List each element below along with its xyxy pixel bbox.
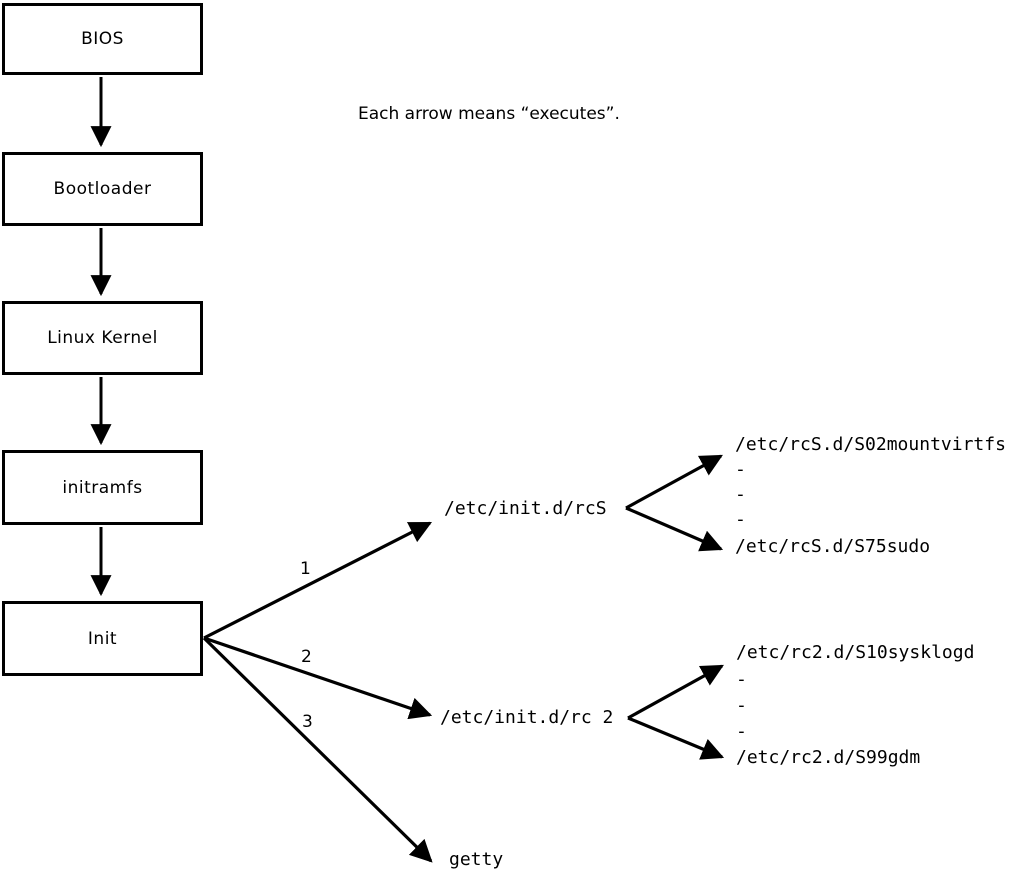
arrow-rcS-S75sudo bbox=[625, 506, 724, 552]
node-bootloader: Bootloader bbox=[2, 152, 203, 226]
arrow-init-getty bbox=[202, 636, 433, 863]
node-linux-kernel-label: Linux Kernel bbox=[47, 328, 158, 348]
legend-note: Each arrow means “executes”. bbox=[358, 104, 620, 124]
node-initramfs: initramfs bbox=[2, 450, 203, 525]
branch-1-order: 1 bbox=[300, 559, 311, 579]
node-initramfs-label: initramfs bbox=[62, 477, 143, 498]
arrow-rc2-S10sysklogd bbox=[627, 664, 724, 720]
node-init: Init bbox=[2, 601, 203, 676]
node-rcS: /etc/init.d/rcS bbox=[444, 498, 607, 519]
branch-2-order: 2 bbox=[301, 647, 312, 667]
arrow-init-rc2 bbox=[203, 636, 433, 720]
arrow-rcS-S02mountvirtfs bbox=[625, 454, 723, 510]
arrow-rc2-S99gdm bbox=[627, 716, 725, 760]
branch-3-order: 3 bbox=[302, 712, 313, 732]
leaf-rc2-ellipsis-2: - bbox=[736, 695, 747, 716]
leaf-rcS-ellipsis-1: - bbox=[735, 459, 746, 480]
node-getty: getty bbox=[449, 849, 504, 870]
node-rc2: /etc/init.d/rc 2 bbox=[440, 707, 614, 728]
leaf-rcS-ellipsis-3: - bbox=[735, 509, 746, 530]
node-bios-label: BIOS bbox=[81, 29, 124, 49]
node-init-label: Init bbox=[87, 628, 118, 649]
leaf-rc2-ellipsis-1: - bbox=[736, 669, 747, 690]
leaf-rc2-ellipsis-3: - bbox=[736, 721, 747, 742]
leaf-rcS-S75sudo: /etc/rcS.d/S75sudo bbox=[735, 536, 931, 557]
leaf-rc2-S10sysklogd: /etc/rc2.d/S10sysklogd bbox=[736, 642, 975, 663]
leaf-rcS-ellipsis-2: - bbox=[735, 484, 746, 505]
node-linux-kernel: Linux Kernel bbox=[2, 301, 203, 375]
leaf-rc2-S99gdm: /etc/rc2.d/S99gdm bbox=[736, 747, 921, 768]
arrow-init-rcS bbox=[203, 521, 432, 640]
node-bios: BIOS bbox=[2, 3, 203, 75]
node-bootloader-label: Bootloader bbox=[53, 179, 152, 199]
leaf-rcS-S02mountvirtfs: /etc/rcS.d/S02mountvirtfs bbox=[735, 434, 1006, 455]
